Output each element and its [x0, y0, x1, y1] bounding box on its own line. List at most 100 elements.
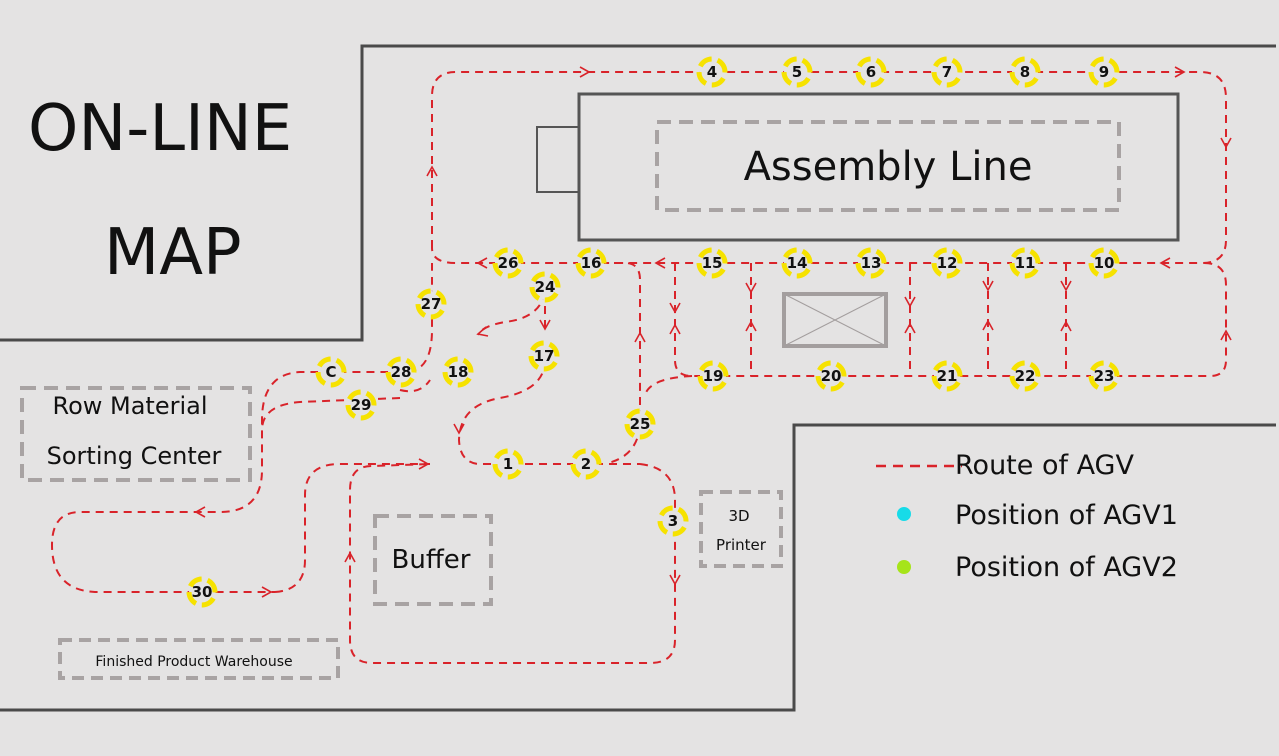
arrow-row-left — [194, 506, 206, 518]
station-c: C — [315, 356, 347, 388]
station-18: 18 — [442, 356, 474, 388]
station-label: 5 — [792, 63, 802, 81]
route-27-28 — [50, 262, 434, 593]
obstacle-box — [782, 292, 888, 348]
station-4: 4 — [696, 56, 728, 88]
legend: Route of AGV Position of AGV1 Position o… — [876, 450, 1178, 583]
station-label: 8 — [1020, 63, 1030, 81]
station-marker — [345, 389, 377, 421]
station-label: 17 — [534, 347, 555, 365]
arrow-3-down — [669, 574, 681, 586]
station-3: 3 — [657, 505, 689, 537]
station-label: 24 — [535, 278, 556, 296]
route-17-1 — [457, 359, 640, 465]
station-label: 7 — [942, 63, 952, 81]
arrow-v-910b — [904, 322, 916, 334]
station-label: 13 — [861, 254, 882, 272]
arrow-v-1066 — [1060, 280, 1072, 292]
station-label: 22 — [1015, 367, 1036, 385]
legend-agv1-dot — [897, 507, 911, 521]
station-label: C — [325, 363, 336, 381]
arrow-mid-1 — [1159, 257, 1171, 269]
station-label: 3 — [668, 512, 678, 530]
station-label: 12 — [937, 254, 958, 272]
station-marker — [697, 360, 729, 392]
arrow-v-988 — [982, 280, 994, 292]
printer-label-1: 3D — [728, 507, 749, 525]
station-marker — [781, 56, 813, 88]
station-29: 29 — [345, 389, 377, 421]
floor-outline-lower — [0, 423, 1276, 712]
station-1: 1 — [492, 448, 524, 480]
arrow-top-2 — [1174, 66, 1186, 78]
assembly-line-label: Assembly Line — [744, 144, 1033, 190]
station-26: 26 — [492, 247, 524, 279]
arrow-buffer-up — [344, 551, 356, 563]
station-6: 6 — [855, 56, 887, 88]
station-28: 28 — [385, 356, 417, 388]
station-marker — [575, 247, 607, 279]
arrow-bottom-1 — [418, 458, 430, 470]
station-label: 18 — [448, 363, 469, 381]
station-11: 11 — [1009, 247, 1041, 279]
legend-agv1-label: Position of AGV1 — [955, 500, 1178, 531]
station-label: 28 — [391, 363, 412, 381]
station-marker — [1009, 56, 1041, 88]
station-label: 23 — [1094, 367, 1115, 385]
row-material-label-1: Row Material — [52, 392, 207, 420]
station-label: 25 — [630, 415, 651, 433]
arrow-30-right — [261, 586, 273, 598]
station-17: 17 — [528, 340, 560, 372]
station-label: 19 — [703, 367, 724, 385]
station-13: 13 — [855, 247, 887, 279]
station-9: 9 — [1088, 56, 1120, 88]
station-marker — [415, 288, 447, 320]
station-5: 5 — [781, 56, 813, 88]
station-marker — [186, 576, 218, 608]
route-arrows — [194, 66, 1232, 598]
assembly-line-zone — [655, 120, 1121, 212]
station-marker — [624, 408, 656, 440]
station-marker — [492, 247, 524, 279]
buffer-zone — [373, 514, 493, 606]
floor-outline — [0, 44, 1276, 342]
station-19: 19 — [697, 360, 729, 392]
station-marker — [385, 356, 417, 388]
station-label: 30 — [192, 583, 213, 601]
station-label: 15 — [702, 254, 723, 272]
route-19-25 — [644, 375, 693, 396]
station-marker — [1009, 247, 1041, 279]
arrow-24-17 — [539, 319, 551, 331]
row-material-zone — [20, 386, 252, 482]
printer-label-2: Printer — [716, 536, 767, 554]
station-marker — [1088, 360, 1120, 392]
route-lower-loop — [674, 262, 1227, 377]
station-10: 10 — [1088, 247, 1120, 279]
assembly-line-stub — [536, 126, 580, 193]
station-label: 10 — [1094, 254, 1115, 272]
station-label: 26 — [498, 254, 519, 272]
route-24-left — [477, 291, 546, 336]
station-22: 22 — [1009, 360, 1041, 392]
station-30: 30 — [186, 576, 218, 608]
station-marker — [931, 247, 963, 279]
arrow-right-up — [1220, 329, 1232, 341]
route-30-1 — [274, 463, 430, 593]
route-29-30 — [399, 379, 431, 393]
legend-route-label: Route of AGV — [955, 450, 1134, 481]
arrow-mid-3 — [476, 257, 488, 269]
station-15: 15 — [696, 247, 728, 279]
station-16: 16 — [575, 247, 607, 279]
station-label: 11 — [1015, 254, 1036, 272]
station-marker — [529, 271, 561, 303]
arrow-v-910 — [904, 296, 916, 308]
arrow-v-675b — [669, 323, 681, 335]
station-label: 2 — [581, 455, 591, 473]
warehouse-label: Finished Product Warehouse — [95, 654, 292, 670]
station-2: 2 — [570, 448, 602, 480]
station-label: 14 — [787, 254, 808, 272]
printer-zone — [699, 490, 783, 568]
station-label: 6 — [866, 63, 876, 81]
row-material-label-2: Sorting Center — [47, 442, 222, 470]
